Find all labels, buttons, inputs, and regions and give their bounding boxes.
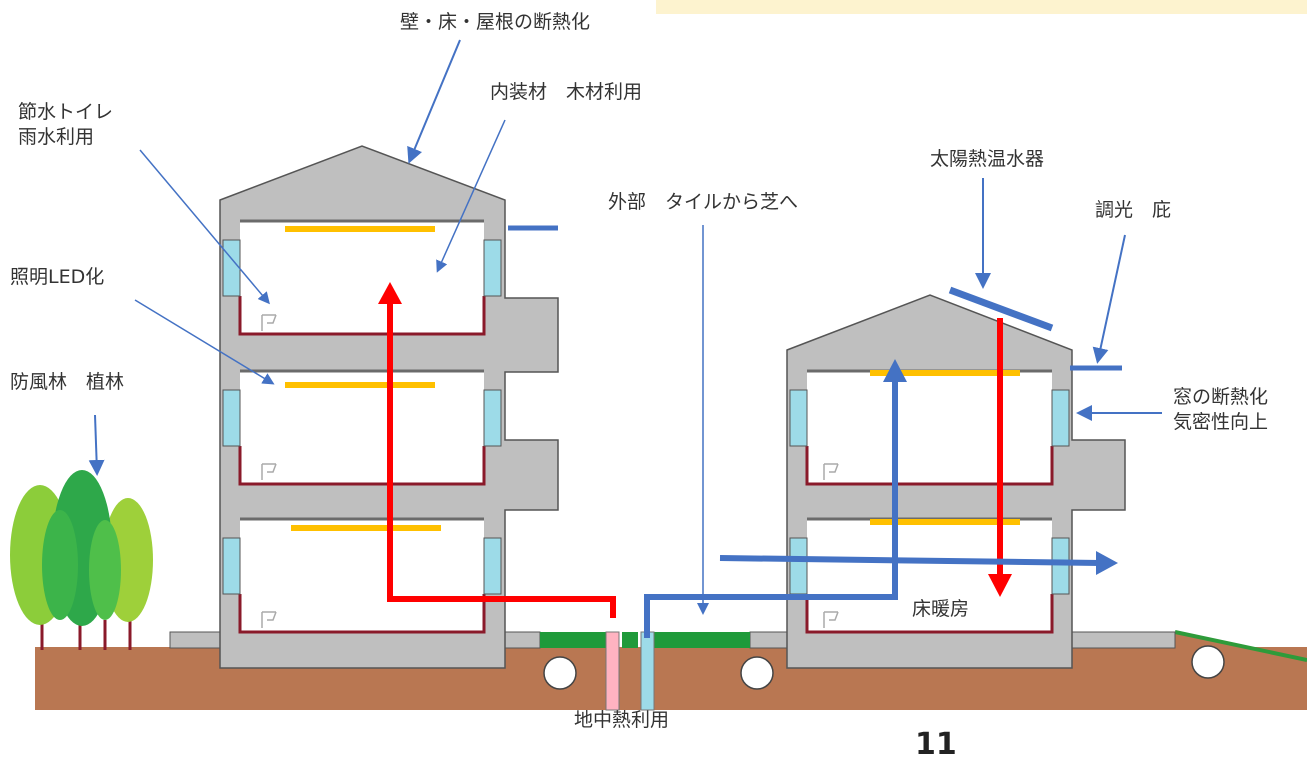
label-exterior: 外部 タイルから芝へ — [608, 191, 799, 213]
warm-flow-arrow — [387, 300, 616, 618]
callout-arrow — [436, 119, 506, 273]
toilet-icon — [261, 611, 277, 628]
callout-arrow — [407, 39, 461, 164]
window — [483, 537, 502, 595]
drain-pipe — [1191, 645, 1225, 679]
floor-insulation — [805, 446, 1054, 486]
solar-water-heater — [948, 286, 1054, 332]
callout-arrow — [1092, 234, 1126, 364]
room — [240, 370, 484, 484]
tree-canopy — [42, 510, 78, 620]
cool-flow-arrow — [644, 380, 898, 638]
label-interior-wood: 内装材 木材利用 — [490, 81, 643, 103]
floor-insulation — [238, 594, 486, 634]
cool-flow-arrowhead — [883, 359, 907, 382]
label-geothermal: 地中熱利用 — [574, 709, 670, 731]
label-led: 照明LED化 — [10, 266, 105, 288]
window — [789, 537, 808, 595]
floor-insulation — [238, 296, 486, 336]
label-window: 窓の断熱化 気密性向上 — [1173, 386, 1269, 433]
toilet-icon — [823, 611, 839, 628]
window — [1051, 537, 1070, 595]
label-floor-heating: 床暖房 — [912, 598, 970, 620]
note-box — [656, 0, 1307, 14]
window — [1051, 389, 1070, 447]
building-right — [786, 294, 1126, 669]
drain-pipe — [740, 656, 774, 690]
room — [807, 370, 1052, 484]
tree-canopy — [89, 520, 121, 620]
floor-insulation — [238, 446, 486, 486]
label-windbreak: 防風林 植林 — [10, 371, 125, 393]
label-water-saving: 節水トイレ 雨水利用 — [18, 101, 114, 148]
lawn-right — [652, 632, 750, 648]
ventilation-arrow — [719, 555, 1101, 566]
lawn-left — [540, 632, 610, 648]
window — [483, 239, 502, 297]
toilet-icon — [823, 463, 839, 480]
geothermal-pipe-warm — [605, 631, 620, 711]
callout-arrow — [139, 149, 270, 305]
slope-grass — [1174, 630, 1307, 662]
room — [240, 220, 484, 334]
label-insulation: 壁・床・屋根の断熱化 — [400, 11, 591, 33]
windbreak-trees — [10, 470, 153, 650]
ventilation-arrowhead — [1096, 551, 1118, 575]
drain-pipe — [543, 656, 577, 690]
warm-flow-arrowhead — [378, 282, 402, 304]
toilet-icon — [261, 463, 277, 480]
floor-heating-arrowhead — [988, 574, 1012, 597]
toilet-icon — [261, 314, 277, 331]
lawn-mid — [622, 632, 638, 648]
window — [222, 239, 241, 297]
callout-arrow — [134, 299, 275, 385]
geothermal-pipe-cool — [640, 631, 655, 711]
window — [222, 537, 241, 595]
page-number: 11 — [915, 727, 957, 762]
window — [789, 389, 808, 447]
label-solar: 太陽熱温水器 — [930, 148, 1045, 170]
window — [483, 389, 502, 447]
floor-insulation — [805, 594, 1054, 634]
room — [240, 518, 484, 632]
label-shade: 調光 庇 — [1095, 199, 1172, 221]
callout-arrow — [88, 414, 105, 476]
window — [222, 389, 241, 447]
